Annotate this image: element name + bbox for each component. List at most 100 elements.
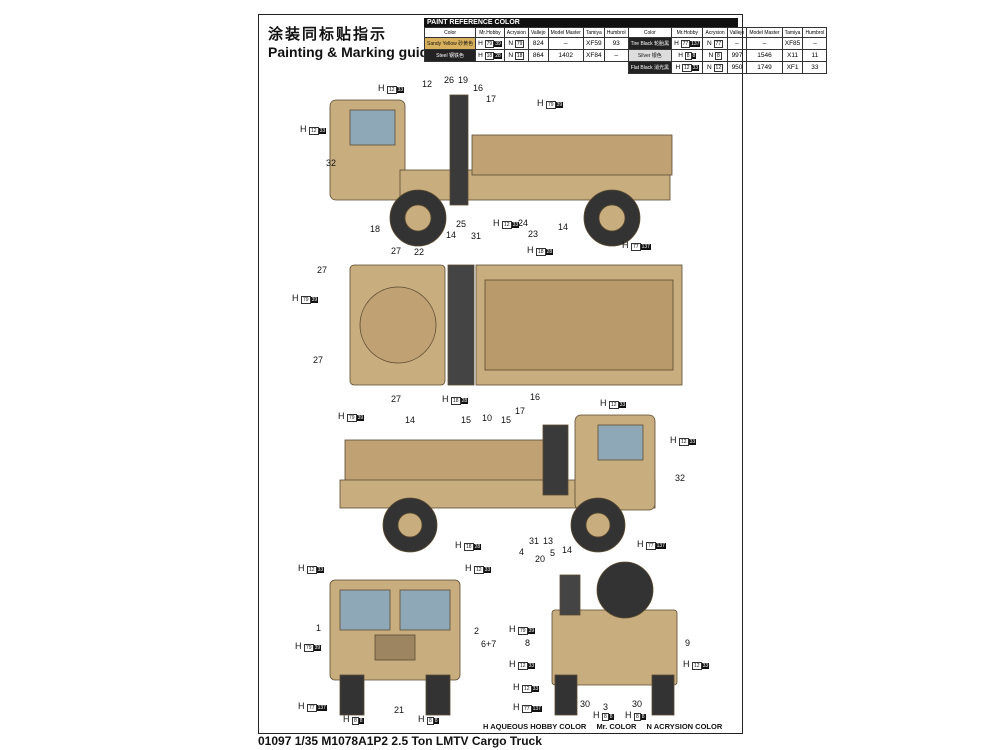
h-code: 79 — [484, 39, 495, 48]
h-code: 12 — [692, 662, 702, 670]
h-prefix: H — [418, 714, 427, 724]
part-number-callout: 31 — [471, 231, 482, 241]
part-number-callout: 32 — [326, 158, 337, 168]
h-prefix: H — [593, 710, 602, 720]
h-code: 8 — [352, 717, 359, 725]
h-prefix: H — [625, 710, 634, 720]
h-code: 79 — [301, 296, 311, 304]
h-code: 77 — [522, 705, 532, 713]
n-code: 18 — [514, 51, 525, 60]
part-number-callout: 18 — [370, 224, 381, 234]
side-view-left — [329, 94, 673, 247]
h-code: 12 — [522, 685, 532, 693]
part-number-callout: 27 — [391, 246, 402, 256]
h-prefix: H — [683, 659, 692, 669]
part-number-callout: 6+7 — [481, 639, 497, 649]
h-prefix: H — [670, 435, 679, 445]
part-number-callout: 19 — [458, 75, 469, 85]
part-number-callout: 31 — [529, 536, 540, 546]
part-number-callout: 27 — [313, 355, 324, 365]
h-code: 77 — [680, 39, 691, 48]
mr-code: 33 — [691, 64, 700, 71]
part-number-callout: 10 — [482, 413, 493, 423]
part-number-callout: 25 — [456, 219, 467, 229]
mr-code: 39 — [555, 102, 564, 108]
h-prefix: H — [442, 394, 451, 404]
h-code: 18 — [451, 397, 461, 405]
mr-code: 33 — [688, 439, 697, 445]
part-number-callout: 13 — [543, 536, 554, 546]
color-name: Sandy Yellow 砂黄色 — [427, 41, 474, 47]
h-code: 18 — [464, 543, 474, 551]
part-number-callout: 4 — [519, 547, 525, 557]
mr-code: 8 — [691, 52, 697, 59]
part-number-callout: 16 — [473, 83, 484, 93]
page-frame — [258, 14, 743, 734]
part-number-callout: 8 — [525, 638, 531, 648]
h-code: 79 — [304, 644, 314, 652]
h-prefix: H — [478, 39, 485, 47]
part-number-callout: 1 — [316, 623, 322, 633]
h-prefix: H — [678, 51, 685, 59]
h-code: 77 — [646, 542, 656, 550]
mr-code: 33 — [618, 402, 627, 408]
legend-mr-color: Mr. COLOR — [596, 722, 637, 731]
color-name: Steel 钢铁色 — [436, 53, 464, 59]
part-number-callout: 15 — [501, 415, 512, 425]
mr-code: 8 — [608, 714, 614, 720]
part-number-callout: 5 — [550, 548, 556, 558]
mr-code: 39 — [494, 40, 502, 47]
n-prefix: N — [708, 51, 715, 59]
part-number-callout: 14 — [405, 415, 416, 425]
mr-code: 28 — [460, 398, 469, 404]
n-prefix: N — [707, 63, 714, 71]
legend-aqueous: H AQUEOUS HOBBY COLOR — [483, 722, 587, 731]
n-code: 12 — [713, 63, 724, 72]
mr-code: 33 — [701, 663, 710, 669]
mr-code: 33 — [483, 567, 492, 573]
model_master-cell: 1749 — [746, 61, 783, 74]
front-view — [329, 579, 461, 716]
color-name-cell: Flat Black 消光黑 — [627, 61, 673, 74]
tamiya-cell: XF84 — [582, 49, 605, 62]
h-prefix: H — [465, 563, 474, 573]
h-code: 12 — [387, 86, 397, 94]
h-prefix: H — [295, 641, 304, 651]
part-number-callout: 21 — [394, 705, 405, 715]
part-number-callout: 17 — [486, 94, 497, 104]
h-code: 18 — [484, 51, 495, 60]
acrysion-cell: N 12 — [702, 61, 728, 74]
mr-code: 137 — [655, 543, 666, 549]
mr-code: 39 — [313, 645, 322, 651]
h-code: 8 — [602, 713, 609, 721]
paint-table-title: PAINT REFERENCE COLOR — [424, 18, 738, 27]
h-prefix: H — [622, 240, 631, 250]
h-code: 12 — [681, 63, 692, 72]
part-number-callout: 14 — [558, 222, 569, 232]
mr-code: 33 — [511, 222, 520, 228]
h-code: 79 — [546, 101, 556, 109]
color-name: Silver 银色 — [637, 53, 662, 59]
footer-title: 01097 1/35 M1078A1P2 2.5 Ton LMTV Cargo … — [258, 734, 542, 748]
mr-code: 137 — [316, 705, 327, 711]
part-number-callout: 15 — [461, 415, 472, 425]
part-number-callout: 3 — [603, 702, 609, 712]
h-prefix: H — [513, 682, 522, 692]
